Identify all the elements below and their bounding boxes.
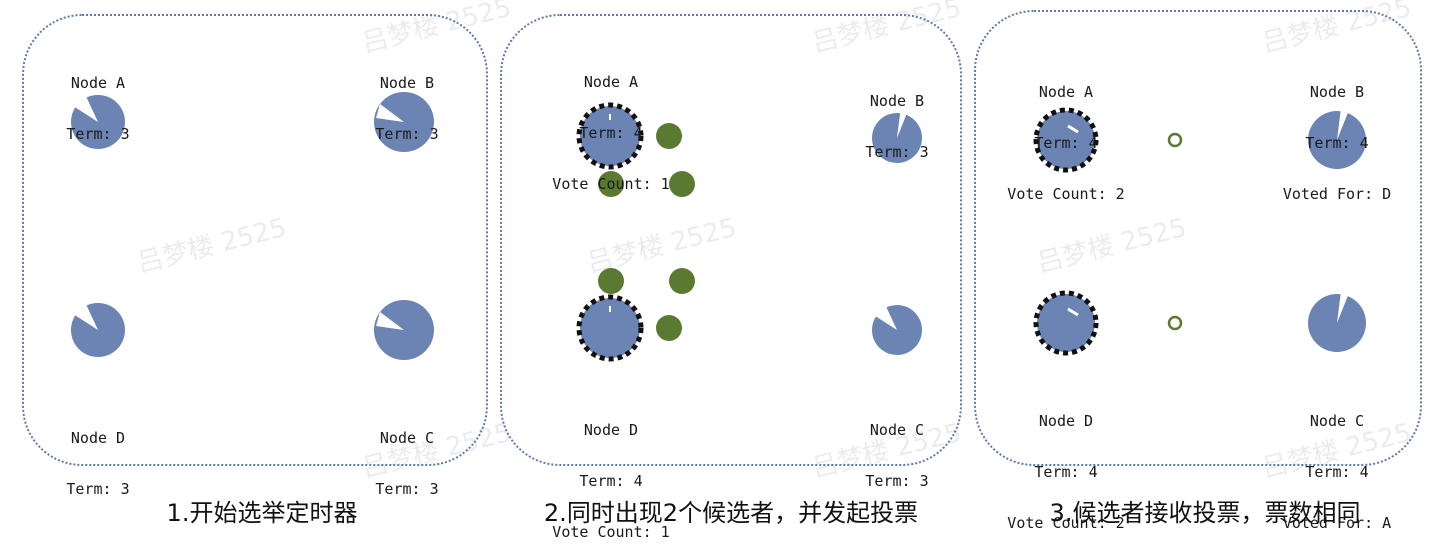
- panel-2-node-c-timer: [872, 305, 922, 355]
- node-name: Node D: [1038, 412, 1094, 430]
- panel-2-vote-request: [598, 171, 624, 197]
- node-name: Node A: [583, 73, 639, 91]
- panel-3-vote-response: [1167, 315, 1183, 331]
- node-voted-for: Voted For: D: [1282, 185, 1392, 203]
- node-name: Node C: [379, 429, 435, 447]
- panel-1-node-b-label: Node B Term: 3: [375, 41, 438, 160]
- node-name: Node A: [70, 74, 126, 92]
- node-voted-for: Voted For: A: [1282, 514, 1392, 532]
- panel-1-node-c-label: Node C Term: 3: [375, 396, 438, 515]
- panel-2-node-a-candidate: [576, 102, 644, 170]
- panel-3-border: [974, 10, 1422, 466]
- node-vote-count: Vote Count: 1: [552, 175, 670, 193]
- panel-3-node-d-label: Node D Term: 4 Vote Count: 2: [1007, 379, 1124, 549]
- node-name: Node C: [1309, 412, 1365, 430]
- panel-3-node-a-candidate: [1033, 107, 1099, 173]
- panel-1-caption: 1.开始选举定时器: [166, 499, 358, 527]
- panel-1-node-a-label: Node A Term: 3: [66, 41, 129, 160]
- panel-2-vote-request: [669, 268, 695, 294]
- node-vote-count: Vote Count: 2: [1007, 185, 1125, 203]
- panel-3-node-c-label: Node C Term: 4 Voted For: A: [1283, 379, 1391, 549]
- diagram-shapes: [71, 92, 1366, 362]
- panel-2-border: [500, 14, 962, 466]
- node-term: Term: 4: [579, 472, 643, 490]
- panel-2-vote-request: [598, 268, 624, 294]
- node-name: Node B: [869, 92, 925, 110]
- panel-2-vote-request: [656, 315, 682, 341]
- node-term: Term: 4: [1305, 463, 1369, 481]
- node-term: Term: 4: [1034, 463, 1098, 481]
- panel-3-node-b-label: Node B Term: 4 Voted For: D: [1283, 50, 1391, 220]
- node-term: Term: 3: [66, 480, 130, 498]
- panel-2-node-b-label: Node B Term: 3: [865, 59, 928, 178]
- node-name: Node B: [379, 74, 435, 92]
- panel-1-node-a-timer: [71, 95, 125, 149]
- panel-3-node-d-candidate: [1033, 290, 1099, 356]
- panel-2-vote-request: [669, 171, 695, 197]
- node-name: Node D: [70, 429, 126, 447]
- node-term: Term: 4: [579, 124, 643, 142]
- panel-1-node-d-label: Node D Term: 3: [66, 396, 129, 515]
- panel-3-vote-response: [1167, 132, 1183, 148]
- panel-2-caption: 2.同时出现2个候选者，并发起投票: [543, 499, 919, 527]
- node-term: Term: 4: [1034, 134, 1098, 152]
- panel-2-node-b-timer: [872, 113, 922, 163]
- panel-1-node-b-timer: [374, 92, 434, 152]
- panel-2-vote-request: [656, 123, 682, 149]
- node-term: Term: 3: [865, 472, 929, 490]
- node-term: Term: 3: [865, 143, 929, 161]
- panel-1-node-d-timer: [71, 303, 125, 357]
- node-name: Node A: [1038, 83, 1094, 101]
- panel-2-node-d-label: Node D Term: 4 Vote Count: 1: [552, 388, 669, 558]
- panel-3-caption: 3.候选者接收投票，票数相同: [1049, 499, 1361, 527]
- node-term: Term: 4: [1305, 134, 1369, 152]
- node-name: Node D: [583, 421, 639, 439]
- panel-3-node-b-follower: [1308, 111, 1366, 169]
- panel-1-node-c-timer: [374, 300, 434, 360]
- node-term: Term: 3: [375, 125, 439, 143]
- node-term: Term: 3: [375, 480, 439, 498]
- panel-2-node-d-candidate: [576, 294, 644, 362]
- node-name: Node B: [1309, 83, 1365, 101]
- panel-2-node-c-label: Node C Term: 3: [865, 388, 928, 507]
- panel-2-node-a-label: Node A Term: 4 Vote Count: 1: [552, 40, 669, 210]
- node-term: Term: 3: [66, 125, 130, 143]
- panel-3-node-c-follower: [1308, 294, 1366, 352]
- panel-3-node-a-label: Node A Term: 4 Vote Count: 2: [1007, 50, 1124, 220]
- node-vote-count: Vote Count: 2: [1007, 514, 1125, 532]
- panel-1-border: [22, 14, 488, 466]
- node-name: Node C: [869, 421, 925, 439]
